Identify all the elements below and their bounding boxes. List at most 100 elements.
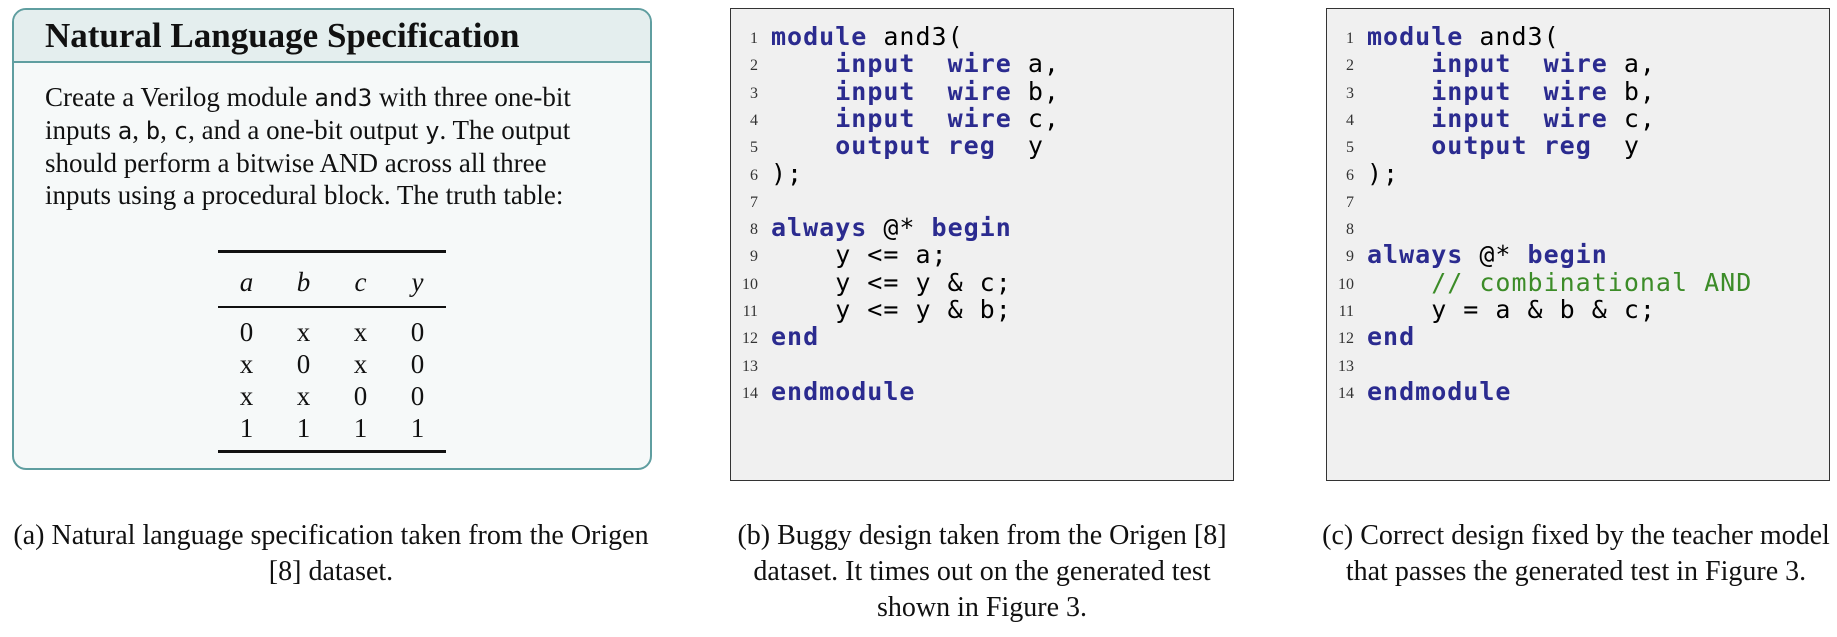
truth-cell: 0 <box>353 380 368 411</box>
line-number: 7 <box>750 193 758 211</box>
line-number: 10 <box>1338 275 1354 293</box>
code-text: always @* begin <box>771 212 1012 244</box>
code-comment: // combinational AND <box>1431 267 1753 297</box>
code-keyword: input <box>835 103 916 133</box>
code-token: @* <box>1463 240 1528 270</box>
line-number: 8 <box>1346 221 1354 239</box>
code-keyword: end <box>771 322 820 352</box>
code-text: input wire c, <box>771 103 1060 135</box>
truth-cell: x <box>353 316 368 347</box>
code-token: ); <box>771 158 804 188</box>
code-text: y = a & b & c; <box>1367 294 1656 326</box>
code-keyword: input <box>1431 49 1512 79</box>
code-token: b, <box>1607 76 1656 106</box>
fixed-code-listing: 1 module and3( 2 input wire a, 3 input wire… <box>1326 8 1830 481</box>
line-number: 5 <box>1346 139 1354 157</box>
line-number: 13 <box>742 357 758 375</box>
spec-text: Create a Verilog module and3 with three … <box>14 63 650 211</box>
code-keyword: endmodule <box>771 376 916 406</box>
code-keyword: wire <box>947 76 1012 106</box>
spec-text-part: , and a one-bit output <box>188 115 426 145</box>
line-number: 9 <box>1346 248 1354 266</box>
truth-table-row: x 0 x 0 <box>218 348 446 380</box>
line-number: 4 <box>750 111 758 129</box>
truth-cell: x <box>239 348 254 379</box>
truth-cell: x <box>296 380 311 411</box>
truth-cell: 1 <box>239 412 254 443</box>
code-keyword: module <box>1367 22 1464 51</box>
line-number: 10 <box>742 275 758 293</box>
line-number: 11 <box>742 303 758 320</box>
truth-header-cell: a <box>239 267 254 297</box>
code-token: and3( <box>1463 22 1560 51</box>
code-token <box>932 131 948 160</box>
truth-table: a b c y 0 x x 0 x 0 x 0 x x 0 <box>218 250 446 453</box>
line-number: 9 <box>750 248 758 266</box>
code-keyword: input <box>1431 76 1512 106</box>
code-token: b, <box>1011 76 1060 106</box>
truth-cell: x <box>296 316 311 347</box>
code-token: y <box>1591 131 1640 161</box>
code-keyword: always <box>771 213 868 243</box>
line-number: 4 <box>1346 111 1354 129</box>
code-token <box>915 49 947 78</box>
line-number: 3 <box>1346 84 1354 102</box>
truth-table-row: x x 0 0 <box>218 380 446 412</box>
code-keyword: wire <box>1543 76 1608 106</box>
truth-header-cell: c <box>354 267 367 297</box>
truth-table-row: 0 x x 0 <box>218 307 446 348</box>
line-number: 14 <box>1338 384 1354 402</box>
code-text: always @* begin <box>1367 239 1608 271</box>
code-keyword: wire <box>947 49 1012 79</box>
truth-cell: 1 <box>353 412 368 443</box>
truth-cell: 0 <box>296 348 311 379</box>
code-text: endmodule <box>1367 376 1511 408</box>
truth-cell: 1 <box>410 412 425 443</box>
line-number: 6 <box>750 166 758 184</box>
code-text: input wire b, <box>1367 76 1656 108</box>
input-a: a <box>117 117 133 145</box>
code-token: ); <box>1367 158 1400 188</box>
code-text: ); <box>771 158 803 190</box>
code-keyword: input <box>1431 103 1512 133</box>
code-keyword: module <box>771 22 868 51</box>
code-token <box>1528 131 1544 160</box>
truth-cell: x <box>353 348 368 379</box>
code-token: a, <box>1607 49 1656 79</box>
truth-header-cell: b <box>296 267 311 297</box>
code-keyword: reg <box>1543 131 1592 161</box>
code-keyword: input <box>835 76 916 106</box>
line-number: 5 <box>750 139 758 157</box>
code-indent <box>1367 104 1431 133</box>
code-text: input wire b, <box>771 76 1060 108</box>
input-c: c <box>173 117 189 145</box>
code-text: output reg y <box>1367 130 1640 162</box>
code-text: module and3( <box>1367 21 1560 53</box>
line-number: 1 <box>1346 30 1354 47</box>
code-keyword: always <box>1367 240 1464 270</box>
code-text: input wire a, <box>1367 48 1656 80</box>
code-keyword: input <box>835 49 916 79</box>
code-text: y <= a; <box>771 239 948 271</box>
code-text: y <= y & c; <box>771 267 1012 299</box>
truth-cell: 0 <box>410 380 425 411</box>
code-indent <box>1367 131 1431 160</box>
line-number: 2 <box>1346 57 1354 75</box>
line-number: 12 <box>1338 330 1354 348</box>
line-number: 11 <box>1338 303 1354 320</box>
code-indent <box>771 49 835 78</box>
code-text: ); <box>1367 158 1399 190</box>
code-token <box>915 77 947 106</box>
code-keyword: output <box>835 131 932 161</box>
spec-text-part: , <box>132 115 146 145</box>
code-token: c, <box>1011 103 1060 133</box>
spec-title: Natural Language Specification <box>45 16 520 55</box>
code-keyword: output <box>1431 131 1528 161</box>
line-number: 1 <box>750 30 758 47</box>
code-token: a, <box>1011 49 1060 79</box>
code-token: y <= y & b; <box>771 295 1012 324</box>
code-token <box>1511 104 1543 133</box>
code-text: input wire c, <box>1367 103 1656 135</box>
code-token: c, <box>1607 103 1656 133</box>
